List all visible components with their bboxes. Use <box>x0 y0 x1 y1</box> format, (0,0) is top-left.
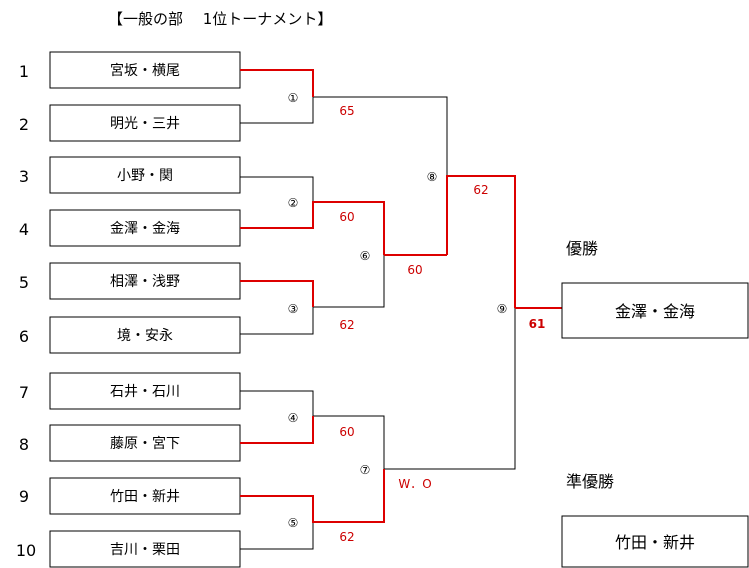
runner-up-box <box>561 515 749 568</box>
winner-line <box>446 175 516 308</box>
bracket-line <box>240 97 314 124</box>
team-box <box>49 424 241 462</box>
team-name: 竹田・新井 <box>110 489 180 505</box>
winner-line <box>240 280 314 307</box>
match-number: ⑦ <box>360 463 371 477</box>
team-name: 小野・関 <box>117 168 173 184</box>
seed-number: 6 <box>19 327 29 346</box>
seed-number: 2 <box>19 115 29 134</box>
team-name: 明光・三井 <box>110 116 180 132</box>
match-score: 61 <box>529 317 546 331</box>
champion-label: 優勝 <box>566 239 598 258</box>
bracket-line <box>240 390 314 416</box>
team-box <box>49 477 241 515</box>
seed-number: 7 <box>19 383 29 402</box>
match-score: 65 <box>339 104 354 118</box>
team-box <box>49 530 241 568</box>
seed-number: 4 <box>19 220 29 239</box>
team-box <box>49 51 241 89</box>
team-box <box>49 262 241 300</box>
champion-name: 金澤・金海 <box>615 302 695 321</box>
bracket-line <box>240 307 314 335</box>
team-name: 吉川・栗田 <box>110 542 180 558</box>
match-number: ⑥ <box>360 249 371 263</box>
bracket-line <box>240 176 314 202</box>
match-score: 62 <box>473 183 488 197</box>
seed-number: 9 <box>19 487 29 506</box>
seed-number: 8 <box>19 435 29 454</box>
bracket-line <box>313 255 385 308</box>
team-name: 宮坂・横尾 <box>110 63 180 79</box>
seed-number: 1 <box>19 62 29 81</box>
runner-up-label: 準優勝 <box>566 472 614 491</box>
winner-line <box>240 201 385 255</box>
team-name: 石井・石川 <box>110 384 180 400</box>
bracket-line <box>313 415 385 469</box>
bracket-line <box>384 308 516 470</box>
team-name: 藤原・宮下 <box>110 436 180 452</box>
team-box <box>49 156 241 194</box>
match-score: 60 <box>339 425 354 439</box>
winner-line <box>240 416 314 444</box>
team-box <box>49 104 241 142</box>
match-score: W．O <box>398 477 431 491</box>
match-number: ④ <box>288 411 299 425</box>
match-score: 62 <box>339 530 354 544</box>
team-box <box>49 316 241 354</box>
team-name: 金澤・金海 <box>110 221 180 237</box>
match-number: ⑨ <box>497 302 508 316</box>
bracket-line <box>240 522 314 550</box>
team-name: 境・安永 <box>117 328 173 344</box>
match-number: ② <box>288 196 299 210</box>
seed-number: 5 <box>19 273 29 292</box>
winner-line <box>240 469 385 523</box>
seed-number: 10 <box>16 541 36 560</box>
match-score: 60 <box>339 210 354 224</box>
team-box <box>49 372 241 410</box>
page-title: 【一般の部 1位トーナメント】 <box>108 10 332 28</box>
match-number: ⑤ <box>288 516 299 530</box>
match-number: ⑧ <box>427 170 438 184</box>
winner-line <box>240 69 314 97</box>
match-score: 62 <box>339 318 354 332</box>
team-name: 相澤・浅野 <box>110 274 180 290</box>
runner-up-name: 竹田・新井 <box>615 533 695 552</box>
champion-box <box>561 282 749 339</box>
match-number: ① <box>288 91 299 105</box>
match-number: ③ <box>288 302 299 316</box>
match-score: 60 <box>407 263 422 277</box>
seed-number: 3 <box>19 167 29 186</box>
